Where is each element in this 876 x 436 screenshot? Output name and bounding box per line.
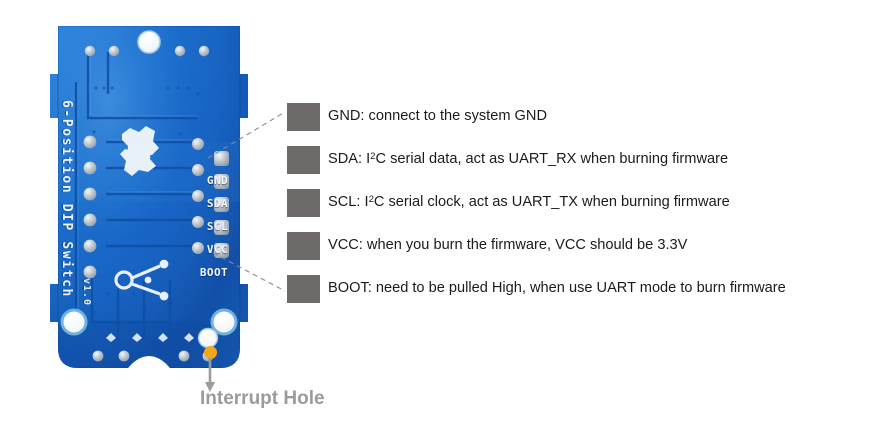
callout-body-gnd: connect to the system GND: [368, 108, 547, 124]
callout-body-boot: need to be pulled High, when use UART mo…: [375, 280, 786, 296]
callout-row-vcc: VCC: when you burn the firmware, VCC sho…: [287, 232, 867, 275]
callout-row-boot: BOOT: need to be pulled High, when use U…: [287, 275, 867, 318]
pin-label-boot: BOOT: [199, 266, 228, 279]
pin-label-vcc: VCC: [206, 243, 228, 256]
callout-body-vcc: when you burn the firmware, VCC should b…: [366, 237, 688, 253]
swatch-vcc: [287, 232, 320, 260]
swatch-sda: [287, 146, 320, 174]
pcb-board-graphic: [50, 26, 248, 368]
board-revision-silkscreen: v1.0: [81, 278, 92, 307]
callout-text-boot: BOOT: need to be pulled High, when use U…: [328, 275, 786, 303]
callout-body-sda: C serial data, act as UART_RX when burni…: [375, 151, 729, 167]
swatch-gnd: [287, 103, 320, 131]
interrupt-hole-dot-icon: [204, 346, 217, 359]
swatch-scl: [287, 189, 320, 217]
pin-label-gnd: GND: [206, 174, 228, 187]
board-name-silkscreen: 6-Position DIP Switch: [59, 100, 74, 298]
callout-text-scl: SCL: I2C serial clock, act as UART_TX wh…: [328, 189, 730, 217]
pin-label-sda: SDA: [206, 197, 228, 210]
interrupt-hole-label: Interrupt Hole: [200, 388, 325, 409]
callout-row-sda: SDA: I2C serial data, act as UART_RX whe…: [287, 146, 867, 189]
callout-row-gnd: GND: connect to the system GND: [287, 103, 867, 146]
interrupt-hole-annotation: Interrupt Hole: [160, 338, 420, 424]
pin-label-scl: SCL: [206, 220, 228, 233]
superscript-two-scl: 2: [368, 194, 374, 205]
callout-prefix-boot: BOOT:: [328, 280, 376, 296]
callout-row-scl: SCL: I2C serial clock, act as UART_TX wh…: [287, 189, 867, 232]
pin-description-list: GND: connect to the system GND SDA: I2C …: [287, 103, 867, 318]
swatch-boot: [287, 275, 320, 303]
callout-text-sda: SDA: I2C serial data, act as UART_RX whe…: [328, 146, 728, 174]
callout-prefix-scl: SCL: I: [328, 194, 369, 210]
callout-prefix-vcc: VCC:: [328, 237, 367, 253]
pcb-board-figure: 6-Position DIP Switch v1.0 GND SDA SCL V…: [48, 22, 250, 374]
callout-prefix-gnd: GND:: [328, 108, 369, 124]
callout-prefix-sda: SDA: I: [328, 151, 371, 167]
superscript-two-sda: 2: [370, 151, 376, 162]
callout-text-gnd: GND: connect to the system GND: [328, 103, 547, 131]
callout-text-vcc: VCC: when you burn the firmware, VCC sho…: [328, 232, 687, 260]
interrupt-arrow-icon: [205, 358, 215, 392]
callout-body-scl: C serial clock, act as UART_TX when burn…: [373, 194, 730, 210]
